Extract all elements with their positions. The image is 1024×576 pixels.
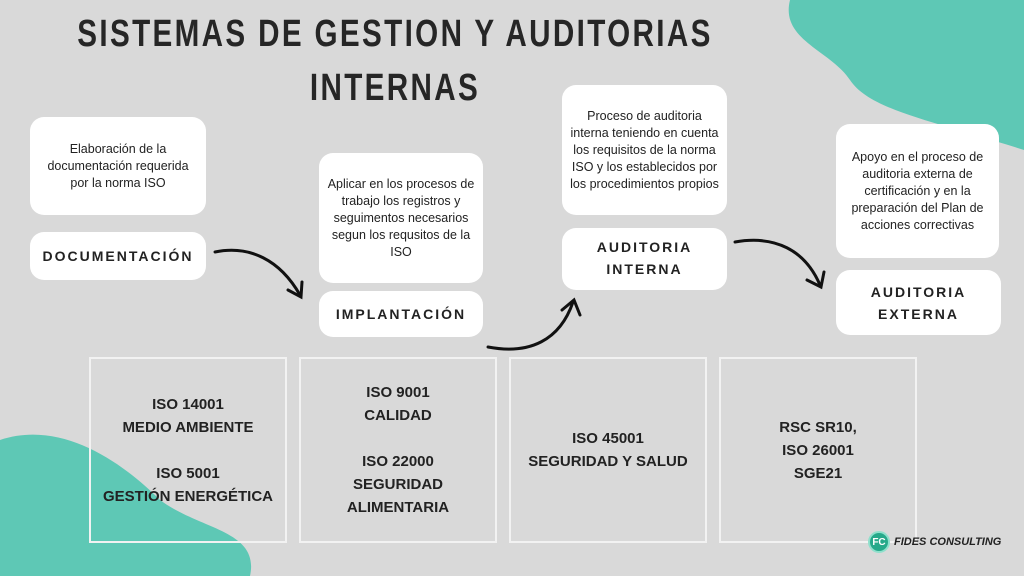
step-label: IMPLANTACIÓN <box>319 291 483 337</box>
step-description: Elaboración de la documentación requerid… <box>30 117 206 215</box>
page-title: SISTEMAS DE GESTION Y AUDITORIAS <box>77 13 713 55</box>
step-description: Aplicar en los procesos de trabajo los r… <box>319 153 483 283</box>
company-logo: FC FIDES CONSULTING <box>868 531 1001 553</box>
step-description: Apoyo en el proceso de auditoria externa… <box>836 124 999 258</box>
decorative-blob-top-right <box>788 0 1024 150</box>
decorative-blob-bottom-left <box>0 434 252 576</box>
step-label: AUDITORIA EXTERNA <box>836 270 1001 335</box>
standard-box: ISO 9001 CALIDAD ISO 22000 SEGURIDAD ALI… <box>299 357 497 543</box>
page-title-line2: INTERNAS <box>309 67 481 109</box>
standard-box: RSC SR10, ISO 26001 SGE21 <box>719 357 917 543</box>
step-label: AUDITORIA INTERNA <box>562 228 727 290</box>
step-description: Proceso de auditoria interna teniendo en… <box>562 85 727 215</box>
standard-box: ISO 14001 MEDIO AMBIENTE ISO 5001 GESTIÓ… <box>89 357 287 543</box>
logo-text: FIDES CONSULTING <box>894 536 1002 548</box>
standard-box: ISO 45001 SEGURIDAD Y SALUD <box>509 357 707 543</box>
logo-icon: FC <box>868 531 890 553</box>
step-label: DOCUMENTACIÓN <box>30 232 206 280</box>
